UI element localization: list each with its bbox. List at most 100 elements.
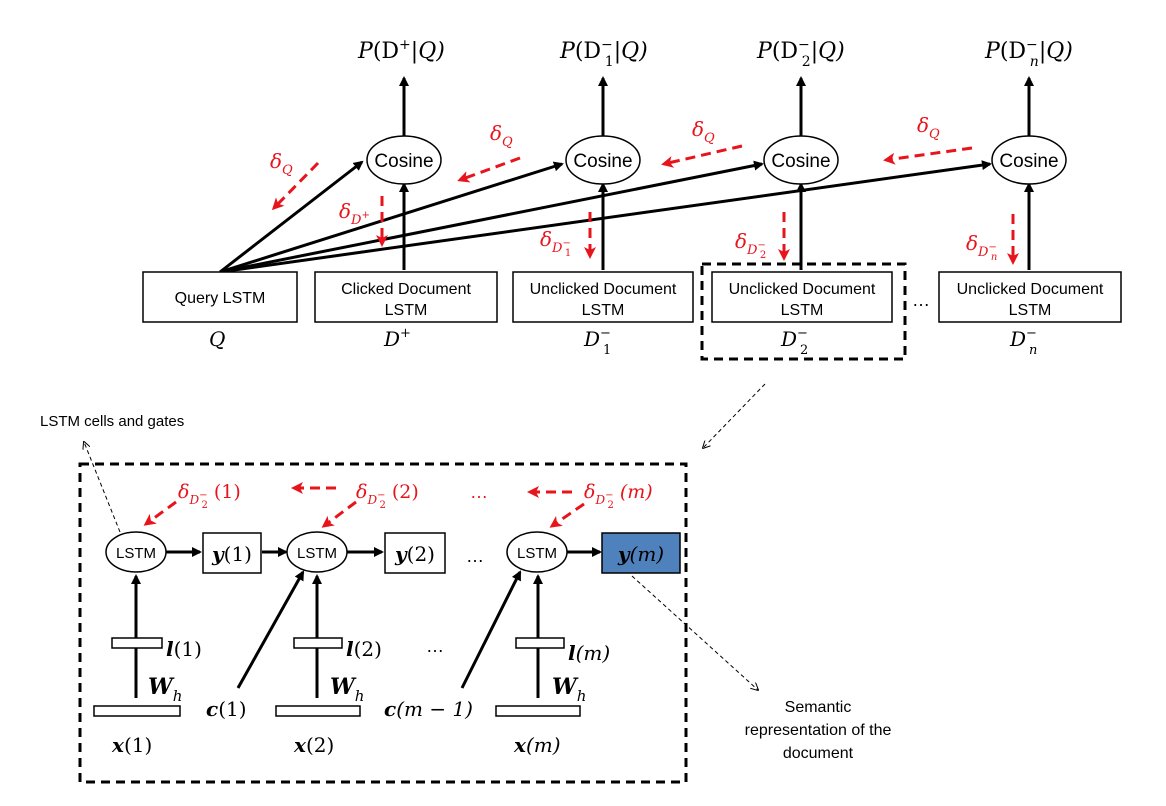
unclicked-doc-box-n: Unclicked Document LSTM [938, 271, 1122, 323]
cosine-node-1: Cosine [366, 135, 442, 185]
arrow-query-cos2 [219, 161, 564, 274]
output-ym-box: y(m) [601, 532, 681, 574]
wh-label-2: Wh [330, 674, 364, 705]
unclicked-doc-box-1: Unclicked Document LSTM [512, 271, 694, 323]
doc-label-d1: D−1 [583, 326, 611, 358]
lstm-cell-2: LSTM [286, 531, 348, 573]
svg-text:Cosine: Cosine [573, 151, 632, 172]
svg-text:y(2): y(2) [394, 542, 435, 566]
l-label-m: l(m) [568, 641, 610, 665]
step-grad-arrow-mb [549, 502, 585, 528]
step-grad-arrow-1 [143, 500, 177, 526]
svg-text:P(D−1|Q): P(D−1|Q) [559, 37, 648, 70]
step-delta-2: δD−2(2) [356, 481, 419, 511]
svg-text:document: document [783, 745, 854, 762]
l-label-1: l(1) [166, 637, 202, 661]
svg-text:Query LSTM: Query LSTM [175, 290, 266, 307]
svg-text:Cosine: Cosine [374, 151, 433, 172]
svg-text:δD−1: δD−1 [540, 227, 571, 259]
delta-q-label-1: δQ [270, 149, 293, 178]
svg-text:D−1: D−1 [583, 326, 611, 358]
output-ym-highlight [601, 532, 681, 574]
svg-text:δD−2(m): δD−2(m) [584, 481, 653, 511]
svg-text:δD−n: δD−n [966, 231, 997, 263]
svg-text:δD−2: δD−2 [735, 229, 766, 261]
arrow-query-cos3 [219, 160, 764, 274]
svg-text:Wh: Wh [552, 674, 586, 705]
doc-label-d2: D−2 [780, 326, 808, 358]
wh-label-m: Wh [552, 674, 586, 705]
delta-q-label-2: δQ [490, 121, 513, 150]
cosine-node-2: Cosine [565, 135, 641, 185]
x-label-2: x(2) [293, 733, 334, 757]
svg-text:LSTM: LSTM [297, 545, 337, 562]
svg-text:δD+: δD+ [339, 199, 370, 228]
svg-text:D+: D+ [383, 326, 411, 351]
svg-text:Unclicked Document: Unclicked Document [530, 281, 677, 298]
svg-text:δD−2(2): δD−2(2) [356, 481, 419, 511]
svg-text:LSTM: LSTM [582, 302, 625, 319]
output-y2-box: y(2) [384, 532, 446, 574]
cosine-node-3: Cosine [763, 135, 839, 185]
svg-text:LSTM: LSTM [116, 545, 156, 562]
l-bar-1 [111, 637, 163, 649]
svg-text:LSTM: LSTM [781, 302, 824, 319]
doc-ellipsis: … [912, 290, 930, 310]
svg-text:x(m): x(m) [513, 733, 561, 757]
svg-text:P(D−2|Q): P(D−2|Q) [756, 37, 845, 70]
unclicked-doc-box-2: Unclicked Document LSTM [711, 271, 893, 323]
delta-d-label-2: δD−1 [540, 227, 571, 259]
output-prob-dn: P(D−n|Q) [984, 37, 1073, 70]
svg-text:δD−2(1): δD−2(1) [178, 481, 241, 511]
svg-text:δQ: δQ [917, 113, 940, 142]
svg-text:l(1): l(1) [166, 637, 202, 661]
svg-text:x(1): x(1) [111, 733, 152, 757]
svg-text:l(m): l(m) [568, 641, 610, 665]
c-label-m1: c(m − 1) [384, 697, 473, 721]
delta-d-label-1: δD+ [339, 199, 370, 228]
y-ellipsis: … [466, 546, 484, 566]
delta-q-label-4: δQ [917, 113, 940, 142]
arrow-query-cos1 [219, 160, 364, 274]
svg-text:δQ: δQ [270, 149, 293, 178]
delta-d-label-4: δD−n [966, 231, 997, 263]
svg-text:c(1): c(1) [206, 697, 247, 721]
svg-text:D−n: D−n [1009, 326, 1037, 358]
lstm-cells-note: LSTM cells and gates [40, 413, 184, 430]
x-bar-2 [275, 705, 361, 717]
zoom-connector-arrow [703, 383, 766, 448]
svg-text:D−2: D−2 [780, 326, 808, 358]
c-label-1: c(1) [206, 697, 247, 721]
svg-text:Unclicked Document: Unclicked Document [957, 281, 1104, 298]
grad-arrow-q4 [883, 146, 973, 165]
arrow-c1-lstm2 [236, 570, 305, 689]
arrow-cm1-lstmm [460, 570, 522, 689]
grad-arrow-q2 [457, 156, 521, 183]
step-delta-m: δD−2(m) [584, 481, 653, 511]
selected-doc-outline [700, 262, 907, 361]
svg-text:y(m): y(m) [617, 542, 664, 566]
x-bar-1 [93, 705, 181, 717]
svg-text:representation of the: representation of the [745, 722, 892, 739]
svg-text:c(m − 1): c(m − 1) [384, 697, 473, 721]
output-y1-box: y(1) [202, 532, 262, 574]
svg-text:P(D−n|Q): P(D−n|Q) [984, 37, 1073, 70]
lstm-cell-m: LSTM [506, 531, 568, 573]
semantic-pointer [631, 575, 758, 690]
lstm-detail-outline [78, 462, 688, 784]
l-bar-m [515, 637, 565, 649]
l-bar-2 [293, 637, 343, 649]
doc-label-dn: D−n [1009, 326, 1037, 358]
step-ellipsis: … [470, 482, 488, 502]
grad-arrow-q1 [271, 161, 320, 211]
svg-text:Clicked Document: Clicked Document [341, 281, 471, 298]
doc-label-dplus: D+ [383, 326, 411, 351]
output-prob-d1: P(D−1|Q) [559, 37, 648, 70]
semantic-note: Semantic representation of the document [745, 699, 892, 762]
svg-text:Wh: Wh [330, 674, 364, 705]
svg-text:δQ: δQ [490, 121, 513, 150]
x-label-m: x(m) [513, 733, 561, 757]
svg-text:Unclicked Document: Unclicked Document [729, 281, 876, 298]
svg-text:Semantic: Semantic [785, 699, 852, 716]
grad-arrow-q3 [661, 144, 743, 168]
